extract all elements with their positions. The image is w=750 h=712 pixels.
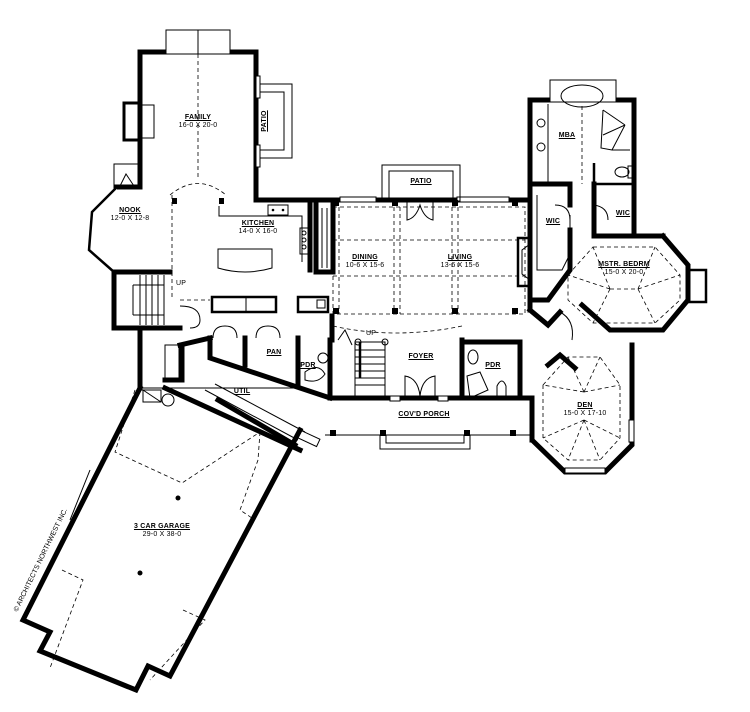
room-dimensions: 14-0 X 16-0 (238, 228, 278, 235)
room-label-pdr-left: PDR (296, 362, 320, 370)
room-label-nook: NOOK 12-0 X 12-8 (105, 207, 155, 223)
room-name: DINING (352, 254, 378, 261)
room-label-kitchen: KITCHEN 14-0 X 16-0 (228, 220, 288, 236)
room-label-pdr-right: PDR (481, 362, 505, 370)
kitchen-fixtures (210, 197, 336, 314)
room-label-mstr-bedrm: MSTR. BEDRM 15-0 X 20-0 (592, 261, 656, 277)
master-bedroom-walls (567, 232, 708, 333)
stair-label-foyer: UP (364, 330, 378, 338)
family-room-walls (114, 29, 293, 203)
room-dimensions: 15-0 X 17-10 (563, 410, 607, 417)
room-name: COV'D PORCH (398, 411, 450, 418)
room-name: KITCHEN (241, 220, 275, 227)
room-name: PATIO (410, 178, 432, 185)
room-label-foyer: FOYER (404, 353, 438, 361)
room-label-pan: PAN (262, 349, 286, 357)
room-label-living: LIVING 13-6 X 15-6 (430, 254, 490, 270)
foyer-stair (337, 329, 389, 399)
room-label-garage: 3 CAR GARAGE 29-0 X 38-0 (122, 523, 202, 539)
nook-stair (111, 269, 210, 331)
room-dimensions: 29-0 X 38-0 (142, 531, 182, 538)
room-name: WIC (615, 210, 631, 217)
nook-walls (87, 163, 224, 273)
room-label-patio-top: PATIO (406, 178, 436, 186)
room-name: FOYER (408, 353, 434, 360)
room-label-dining: DINING 10-6 X 15-6 (338, 254, 392, 270)
room-name: WIC (545, 218, 561, 225)
hall-walls (137, 306, 573, 443)
room-name: UTIL (233, 388, 251, 395)
room-name: MSTR. BEDRM (598, 261, 650, 268)
room-dimensions: 12-0 X 12-8 (110, 215, 150, 222)
stair-up-text: UP (175, 280, 187, 287)
room-label-wic-left: WIC (538, 218, 568, 226)
dining-living-walls (307, 164, 533, 334)
room-name: MBA (558, 132, 576, 139)
stair-label-nook: UP (174, 280, 188, 288)
room-name: PAN (266, 349, 282, 356)
room-label-patio-family: PATIO (261, 106, 269, 136)
garage-walls (19, 383, 321, 694)
room-label-mba: MBA (552, 132, 582, 140)
room-name: LIVING (447, 254, 473, 261)
room-name: NOOK (119, 207, 141, 214)
room-dimensions: 13-6 X 15-6 (440, 262, 480, 269)
room-dimensions: 10-6 X 15-6 (345, 262, 385, 269)
room-name: FAMILY (184, 114, 212, 121)
room-name: PDR (485, 362, 501, 369)
service-walls (162, 325, 334, 402)
stair-up-text: UP (365, 330, 377, 337)
room-dimensions: 16-0 X 20-0 (178, 122, 218, 129)
room-label-util: UTIL (230, 388, 254, 396)
room-dimensions: 15-0 X 20-0 (604, 269, 644, 276)
room-label-wic-right: WIC (608, 210, 638, 218)
room-label-porch: COV'D PORCH (394, 411, 454, 419)
room-name: PATIO (261, 110, 268, 132)
room-label-den: DEN 15-0 X 17-10 (555, 402, 615, 418)
room-name: PDR (300, 362, 316, 369)
room-name: 3 CAR GARAGE (133, 523, 191, 530)
room-label-family: FAMILY 16-0 X 20-0 (168, 114, 228, 130)
master-suite-walls (527, 79, 666, 303)
room-name: DEN (577, 402, 593, 409)
